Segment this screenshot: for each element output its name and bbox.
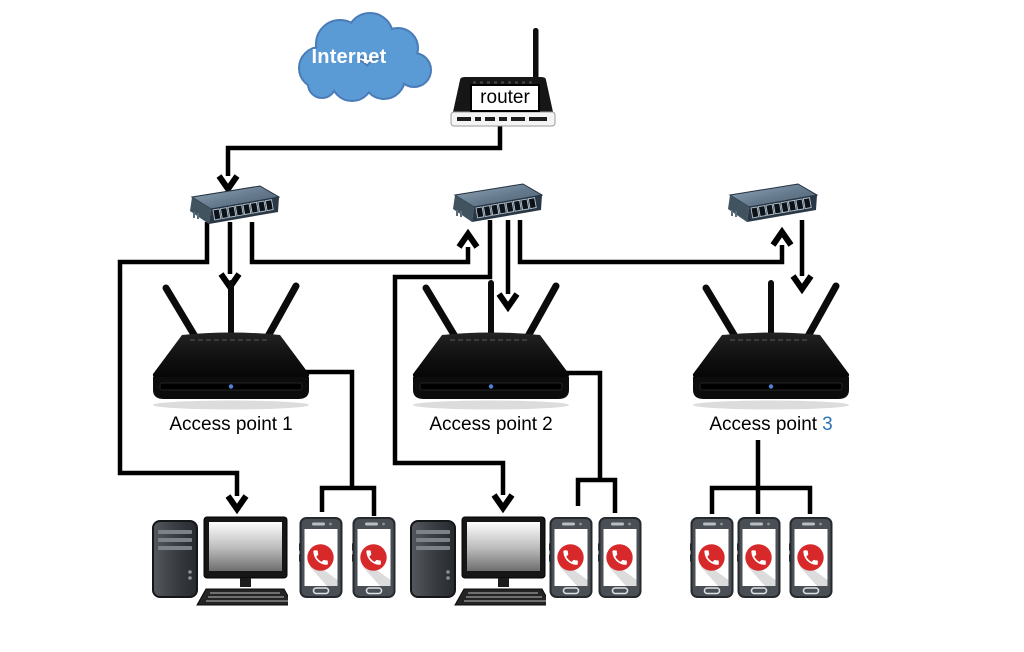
arrowhead-to-switch1	[216, 174, 240, 195]
access-point-1-label-number: 1	[282, 414, 293, 435]
link-switch1-computer1	[117, 222, 240, 496]
switch-2-icon	[443, 182, 543, 232]
phone-2-icon	[352, 517, 396, 599]
switch-3-icon	[718, 182, 818, 232]
link-router-switch1	[225, 124, 503, 176]
link-ap3-phones	[709, 440, 813, 514]
access-point-2-label-number: 2	[542, 414, 553, 435]
computer-1-icon	[152, 516, 288, 608]
access-point-3-label-number: 3	[822, 414, 833, 435]
internet-label: Internet	[311, 46, 387, 68]
arrowhead-to-switch2	[456, 228, 480, 249]
link-ap1-phones	[306, 369, 377, 516]
access-point-3-icon	[686, 280, 856, 412]
phone-7-icon	[789, 517, 833, 599]
arrowhead-to-switch3	[770, 226, 794, 247]
access-point-1-icon	[146, 280, 316, 412]
link-switch2-switch3	[517, 220, 785, 265]
phone-6-icon	[737, 517, 781, 599]
access-point-1-label: Access point 1	[146, 414, 316, 436]
access-point-3-label: Access point 3	[686, 414, 856, 436]
link-switch1-switch2	[249, 222, 471, 265]
access-point-2-icon	[406, 280, 576, 412]
switch-1-icon	[180, 184, 280, 234]
arrowhead-to-ap2	[496, 292, 520, 313]
arrowhead-to-computer2	[491, 493, 515, 514]
arrowhead-to-computer1	[225, 494, 249, 515]
phone-1-icon	[299, 517, 343, 599]
router-antenna	[533, 28, 539, 84]
internet-cloud-icon	[298, 12, 432, 102]
access-point-2-label-text: Access point	[429, 414, 538, 435]
access-point-2-label: Access point 2	[406, 414, 576, 436]
access-point-1-label-text: Access point	[169, 414, 278, 435]
link-switch2-computer2	[392, 220, 506, 495]
router-icon	[450, 28, 556, 127]
phone-4-icon	[598, 517, 642, 599]
phone-3-icon	[549, 517, 593, 599]
phone-5-icon	[690, 517, 734, 599]
arrowhead-to-ap3	[790, 274, 814, 295]
link-ap2-phones	[566, 370, 618, 513]
router-label: router	[470, 84, 540, 112]
computer-2-icon	[410, 516, 546, 608]
access-point-3-label-text: Access point	[709, 414, 818, 435]
